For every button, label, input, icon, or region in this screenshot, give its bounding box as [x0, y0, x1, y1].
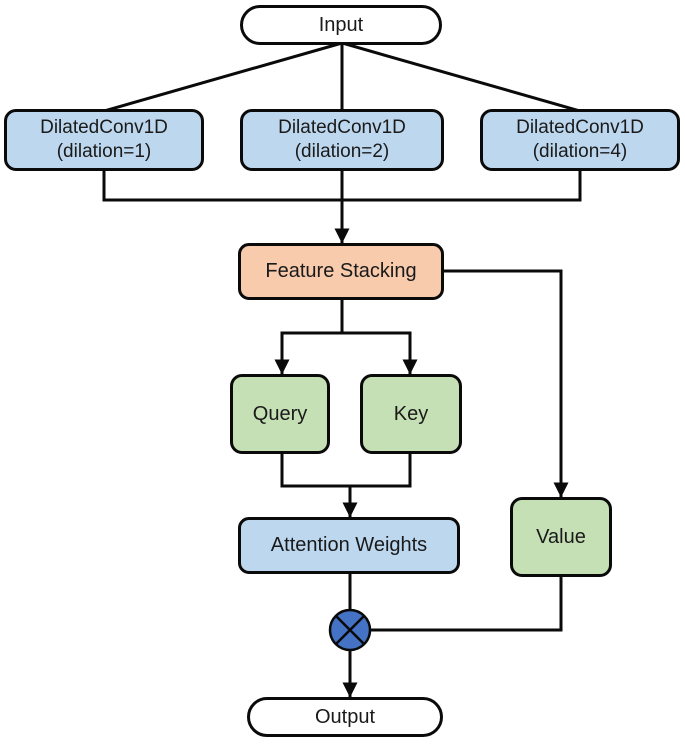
edge-stacking-value	[440, 269, 569, 498]
feature-stacking-label: Feature Stacking	[265, 260, 417, 282]
attention-weights-node: Attention Weights	[238, 517, 460, 574]
value-node: Value	[510, 497, 612, 577]
dilated-conv-2-dilation: (dilation=2)	[294, 141, 390, 162]
edge-input-conv3	[340, 41, 582, 113]
query-node: Query	[230, 374, 330, 454]
key-node: Key	[360, 374, 462, 454]
dilated-conv-3-label: DilatedConv1D	[516, 117, 644, 139]
edge-value-multiply	[369, 573, 563, 632]
key-label: Key	[393, 402, 429, 425]
dilated-conv-1-dilation: (dilation=1)	[56, 141, 152, 162]
dilated-conv-1-node: DilatedConv1D (dilation=1)	[4, 109, 204, 171]
dilated-conv-1-label: DilatedConv1D	[40, 117, 168, 139]
edge-input-conv1	[102, 41, 344, 113]
attention-weights-label: Attention Weights	[270, 534, 428, 556]
dilated-conv-3-node: DilatedConv1D (dilation=4)	[480, 109, 680, 171]
multiply-circle-icon	[328, 608, 372, 652]
value-label: Value	[536, 525, 586, 548]
query-label: Query	[252, 402, 308, 425]
output-node: Output	[247, 697, 443, 737]
dilated-conv-3-dilation: (dilation=4)	[532, 141, 628, 162]
input-node: Input	[240, 5, 442, 45]
feature-stacking-node: Feature Stacking	[238, 243, 444, 300]
input-label: Input	[318, 13, 364, 36]
output-label: Output	[314, 705, 376, 728]
dilated-conv-2-label: DilatedConv1D	[278, 117, 406, 139]
dilated-conv-2-node: DilatedConv1D (dilation=2)	[240, 109, 444, 171]
